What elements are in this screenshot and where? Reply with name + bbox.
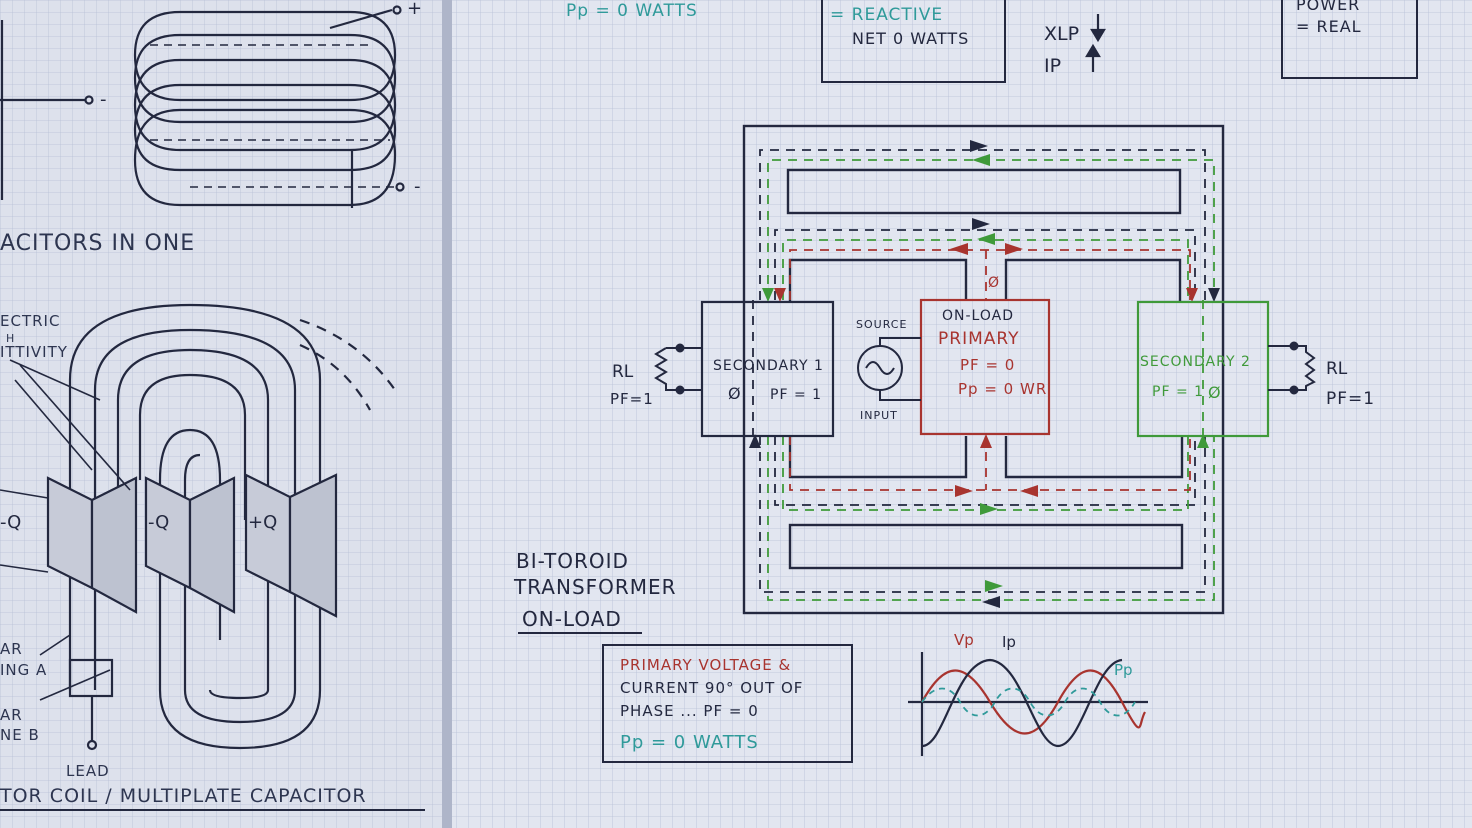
plate-neg-left: -Q (0, 512, 21, 533)
flux-arrows (749, 140, 1220, 608)
left-terminal-minus-2: - (100, 89, 107, 110)
left-coil-drawing (0, 5, 405, 208)
secondary-2-pf: PF = 1 (1152, 384, 1204, 400)
reactive-box: = REACTIVE NET 0 WATTS (821, 0, 1006, 83)
primary-line1: ON-LOAD (942, 308, 1014, 324)
transformer-title-line3: ON-LOAD (522, 607, 622, 631)
label-bar-a-1: AR (0, 640, 23, 658)
primary-line2: PRIMARY (938, 329, 1019, 349)
net-watts-text: NET 0 WATTS (852, 29, 969, 48)
secondary-1-phi: Ø (728, 384, 741, 403)
label-bar-a-2: ING A (0, 661, 47, 679)
left-load-rl: RL (612, 362, 634, 382)
note-line2: CURRENT 90° OUT OF (620, 679, 803, 697)
input-label: INPUT (860, 409, 898, 422)
waveform-label-pp: Pp (1114, 661, 1133, 679)
left-terminal-plus: + (407, 0, 422, 19)
xlp-ip-arrows (1085, 14, 1106, 72)
note-line1: PRIMARY VOLTAGE & (620, 656, 791, 674)
right-load-pf: PF=1 (1326, 389, 1375, 409)
xlp-label: XLP (1044, 23, 1079, 45)
secondary-2-winding: SECONDARY 2 PF = 1 Ø (1136, 300, 1270, 438)
note-line4: Pp = 0 WATTS (620, 732, 759, 753)
primary-line4: Pp = 0 WR (958, 380, 1047, 398)
power-box: POWER = REAL (1281, 0, 1418, 79)
secondary-2-name: SECONDARY 2 (1140, 354, 1251, 370)
left-load-resistor (654, 343, 702, 395)
right-sheet (452, 0, 1472, 828)
secondary-2-phi: Ø (1208, 383, 1221, 402)
real-text: = REAL (1296, 17, 1362, 36)
top-pp-watts: Pp = 0 WATTS (566, 1, 698, 21)
label-permittivity: ITTIVITY (0, 343, 68, 361)
source-label: SOURCE (856, 318, 907, 331)
phi-center: Ø (988, 275, 999, 291)
waveform-label-ip: Ip (1002, 633, 1016, 651)
capacitor-coil-drawing (0, 303, 425, 811)
note-line3: PHASE ... PF = 0 (620, 702, 759, 720)
secondary-1-winding: SECONDARY 1 Ø PF = 1 (700, 300, 835, 438)
primary-winding: ON-LOAD PRIMARY PF = 0 Pp = 0 WR (919, 298, 1051, 436)
left-caption-top: ACITORS IN ONE (0, 231, 195, 256)
left-bottom-caption: TOR COIL / MULTIPLATE CAPACITOR (0, 785, 367, 807)
label-bar-b-2: NE B (0, 726, 40, 744)
right-load-resistor (1268, 341, 1316, 395)
reactive-text: = REACTIVE (830, 5, 943, 25)
left-load-pf: PF=1 (610, 390, 654, 408)
ip-label: IP (1044, 55, 1061, 77)
secondary-1-name: SECONDARY 1 (713, 358, 824, 374)
label-lead: LEAD (66, 762, 110, 780)
secondary-1-pf: PF = 1 (770, 387, 822, 403)
left-sheet (0, 0, 442, 828)
source-symbol (857, 337, 921, 401)
power-text: POWER (1296, 0, 1360, 14)
sheet-gap (442, 0, 452, 828)
left-terminal-minus-1: - (414, 176, 421, 197)
right-load-rl: RL (1326, 359, 1348, 379)
plate-neg-mid: -Q (148, 512, 169, 533)
label-h: H (6, 332, 15, 345)
label-dielectric: ECTRIC (0, 312, 60, 330)
transformer-title-line1: BI-TOROID (516, 549, 629, 573)
waveform-label-vp: Vp (954, 631, 974, 649)
transformer-title-line2: TRANSFORMER (513, 575, 677, 599)
label-bar-b-1: AR (0, 706, 23, 724)
waveform-plot (908, 652, 1148, 756)
plate-pos: +Q (248, 512, 277, 533)
phase-note-box: PRIMARY VOLTAGE & CURRENT 90° OUT OF PHA… (602, 644, 853, 763)
primary-line3: PF = 0 (960, 356, 1015, 374)
